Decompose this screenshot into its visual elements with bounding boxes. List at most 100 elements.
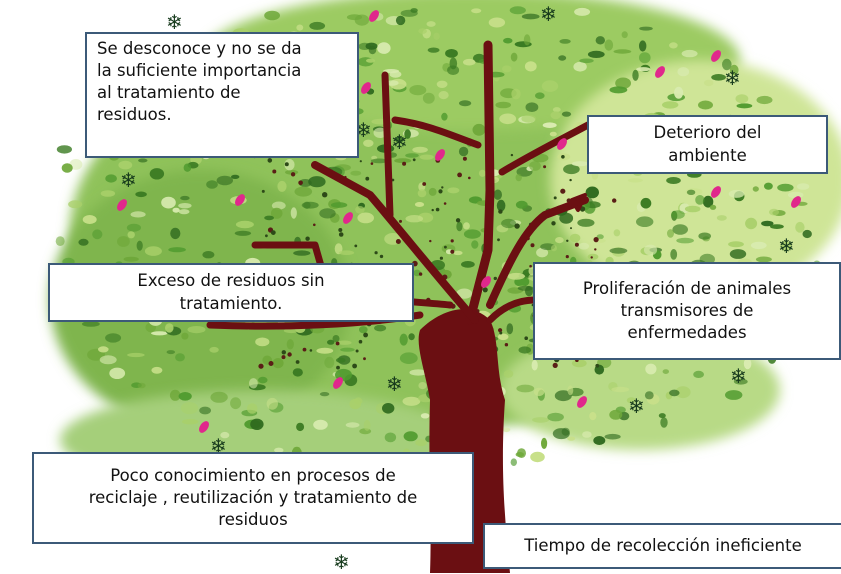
leaf-dab — [579, 58, 594, 64]
leaf-dab — [613, 49, 632, 54]
leaf-dab — [524, 61, 537, 72]
leaf-dab — [558, 55, 567, 61]
leaf-dab — [515, 173, 522, 182]
seed-dot — [268, 361, 274, 366]
leaf-dab — [428, 187, 437, 196]
snowflake-icon: ❄ — [724, 66, 741, 90]
leaf-dab — [550, 111, 561, 120]
leaf-dab — [409, 85, 427, 96]
box-text-line: tratamiento. — [179, 293, 283, 313]
leaf-dab — [658, 413, 666, 419]
seed-dot — [560, 188, 566, 194]
leaf-dab — [445, 49, 458, 58]
seed-dot — [444, 245, 447, 249]
leaf-dab — [199, 406, 212, 415]
leaf-dab — [458, 146, 469, 157]
seed-dot — [365, 176, 370, 181]
leaf-dab — [216, 175, 233, 186]
leaf-dab — [587, 253, 599, 260]
leaf-dab — [415, 439, 428, 447]
leaf-dab — [733, 378, 748, 385]
leaf-dab — [109, 367, 126, 379]
leaf-dab — [549, 131, 557, 137]
leaf-dab — [296, 422, 305, 432]
leaf-dab — [255, 337, 270, 347]
seed-dot — [298, 180, 303, 186]
seed-dot — [530, 243, 535, 248]
seed-dot — [370, 162, 374, 165]
leaf-dab — [178, 392, 192, 401]
leaf-dab — [453, 250, 463, 256]
leaf-dab — [542, 122, 557, 128]
flower-petal — [117, 199, 127, 211]
seed-dot — [574, 242, 579, 247]
seed-dot — [595, 363, 600, 368]
leaf-dab — [559, 39, 571, 44]
leaf-dab — [172, 207, 180, 213]
leaf-dab — [518, 346, 532, 354]
leaf-dab — [515, 200, 528, 209]
leaf-dab — [745, 217, 758, 230]
box-text-line: al tratamiento de — [97, 83, 241, 103]
snowflake-icon: ❄ — [333, 550, 350, 574]
seed-dot — [399, 219, 402, 223]
leaf-dab — [180, 402, 199, 415]
leaf-dab — [417, 189, 427, 198]
leaf-dab — [330, 202, 348, 208]
leaf-dab — [370, 158, 388, 164]
seed-dot — [561, 155, 565, 159]
leaf-dab — [695, 195, 705, 205]
leaf-dab — [395, 15, 406, 26]
seed-dot — [395, 239, 401, 244]
leaf-dab — [169, 389, 181, 401]
leaf-dab — [627, 178, 643, 183]
leaf-dab — [471, 240, 479, 249]
leaf-dab — [511, 88, 521, 100]
box-exceso-residuos: Exceso de residuos sin tratamiento. — [48, 263, 414, 322]
seed-dot — [499, 331, 503, 335]
seed-dot — [422, 182, 427, 186]
seed-dot — [552, 362, 558, 368]
box-text-line: Proliferación de animales — [582, 278, 792, 298]
leaf-dab — [266, 397, 278, 410]
leaf-dab — [166, 350, 175, 355]
leaf-dab — [399, 333, 408, 346]
seed-dot — [497, 238, 500, 242]
leaf-dab — [308, 176, 326, 188]
leaf-dab — [780, 241, 792, 252]
leaf-dab — [639, 40, 647, 52]
leaf-dab — [755, 256, 772, 263]
leaf-dab — [249, 378, 258, 389]
leaf-dab — [178, 203, 192, 209]
leaf-dab — [149, 168, 165, 180]
leaf-dab — [507, 272, 525, 280]
snowflake-icon: ❄ — [778, 234, 795, 258]
seed-dot — [493, 276, 497, 281]
leaf-dab — [292, 368, 303, 377]
leaf-dab — [777, 183, 794, 192]
leaf-dab — [769, 208, 779, 216]
box-text-line: Se desconoce y no se da — [97, 39, 302, 58]
seed-dot — [504, 343, 509, 347]
leaf-dab — [722, 58, 732, 71]
flower-accents — [117, 10, 801, 433]
leaf-dab — [561, 427, 570, 436]
leaf-dab — [609, 409, 623, 420]
leaf-dab — [82, 321, 100, 327]
leaf-dab — [170, 227, 181, 240]
leaf-dab — [574, 7, 591, 16]
leaf-dab — [750, 241, 767, 250]
leaf-dab — [309, 21, 326, 30]
leaf-dab — [530, 451, 545, 463]
flower-petal — [435, 149, 445, 161]
leaf-dab — [61, 163, 73, 173]
leaf-dab — [78, 238, 89, 246]
seed-dot — [336, 365, 340, 370]
leaf-dab — [535, 92, 545, 99]
seed-dot — [524, 336, 528, 341]
leaf-dab — [447, 187, 460, 194]
leaf-dab — [436, 80, 448, 89]
leaf-dab — [582, 431, 592, 438]
leaf-dab — [604, 39, 614, 51]
leaf-dab — [340, 347, 355, 352]
